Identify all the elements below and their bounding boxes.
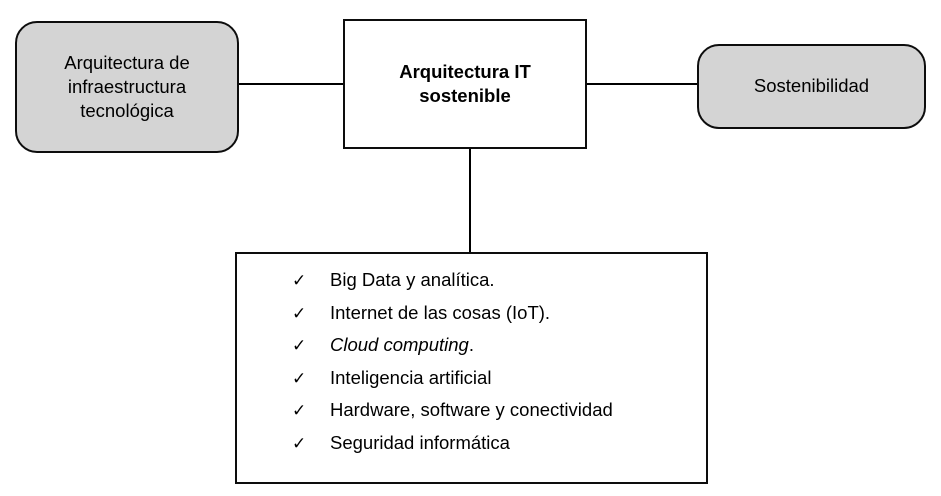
connector-infrastructure-to-core <box>238 83 344 85</box>
check-icon: ✓ <box>292 303 307 324</box>
node-sustainability-label: Sostenibilidad <box>753 75 870 97</box>
list-item: ✓ Inteligencia artificial <box>237 367 706 400</box>
check-icon: ✓ <box>292 336 307 356</box>
list-item-suffix: . <box>468 334 474 355</box>
node-core-label: Arquitectura IT sostenible <box>399 60 531 106</box>
list-item-label: Big Data y analítica. <box>330 269 495 290</box>
connector-core-to-list <box>469 147 471 253</box>
node-sustainability[interactable]: Sostenibilidad <box>697 44 926 129</box>
list-item: ✓ Big Data y analítica. <box>237 269 706 302</box>
check-icon: ✓ <box>292 401 307 421</box>
list-item-label: Internet de las cosas (IoT). <box>330 301 551 323</box>
node-infrastructure-label: Arquitectura de infraestructura tecnológ… <box>64 51 190 122</box>
list-item-label: Cloud computing <box>330 334 469 355</box>
check-icon: ✓ <box>292 433 307 454</box>
check-icon: ✓ <box>292 271 307 291</box>
list-item-label: Hardware, software y conectividad <box>330 399 613 420</box>
checklist: ✓ Big Data y analítica. ✓ Internet de las c… <box>237 254 706 464</box>
check-icon: ✓ <box>292 368 307 389</box>
list-item-label: Seguridad informática <box>330 431 510 453</box>
node-list-box[interactable]: ✓ Big Data y analítica. ✓ Internet de las c… <box>235 252 708 484</box>
list-item-label: Inteligencia artificial <box>330 366 492 388</box>
list-item: ✓ Hardware, software y conectividad <box>237 399 706 432</box>
connector-core-to-sustainability <box>585 83 698 85</box>
node-infrastructure[interactable]: Arquitectura de infraestructura tecnológ… <box>15 21 239 153</box>
node-core[interactable]: Arquitectura IT sostenible <box>343 19 587 149</box>
list-item: ✓ Cloud computing. <box>237 334 706 367</box>
list-item: ✓ Seguridad informática <box>237 432 706 465</box>
list-item: ✓ Internet de las cosas (IoT). <box>237 302 706 335</box>
